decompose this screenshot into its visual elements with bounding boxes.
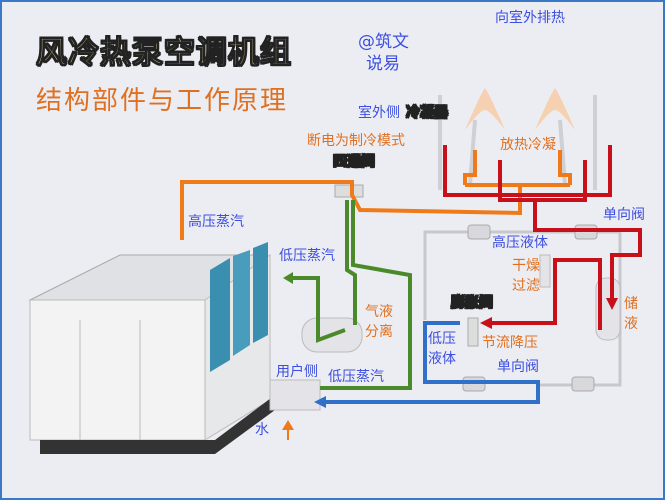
page-title: 风冷热泵空调机组	[36, 35, 292, 71]
watermark-line2: 说易	[366, 54, 400, 74]
label-expansion-valve: 膨胀阀	[451, 295, 494, 311]
hp-liquid-pipe	[443, 145, 642, 330]
label-check-valve-top: 单向阀	[603, 207, 645, 223]
lp-vapor-pipe	[290, 200, 412, 390]
label-water: 水	[255, 422, 269, 438]
label-gas-liquid: 气液	[365, 304, 393, 320]
label-hp-liquid: 高压液体	[492, 235, 548, 251]
label-dry: 干燥	[512, 258, 540, 274]
label-heat-release: 放热冷凝	[500, 137, 556, 153]
label-outdoor-side: 室外侧	[358, 105, 400, 121]
page-subtitle: 结构部件与工作原理	[36, 86, 289, 116]
label-user-side: 用户侧	[276, 364, 318, 380]
label-liquid: 液	[624, 316, 638, 332]
label-lp-liquid: 液体	[428, 351, 456, 367]
heat-arrows	[465, 88, 575, 130]
expansion-valve	[467, 317, 479, 347]
label-exhaust-heat: 向室外排热	[495, 10, 565, 26]
arrow-icon	[283, 272, 293, 284]
arrow-icon	[314, 396, 326, 408]
water-in-arrow-icon	[282, 420, 294, 430]
user-side-exchanger	[269, 379, 321, 411]
label-throttle: 节流降压	[482, 335, 538, 351]
four-way-valve	[334, 184, 364, 198]
label-condenser: 冷凝器	[406, 105, 449, 121]
label-lp: 低压	[428, 331, 456, 347]
label-lp-vapor-top: 低压蒸汽	[279, 248, 335, 264]
filter-drier	[539, 254, 551, 288]
label-store: 储	[624, 296, 638, 312]
lp-liquid-pipe	[322, 321, 540, 404]
watermark-line1: @筑文	[358, 32, 409, 52]
hp-vapor-pipe	[180, 150, 572, 240]
label-separation: 分离	[365, 324, 393, 340]
label-power-off-mode: 断电为制冷模式	[307, 133, 405, 149]
label-check-valve-bottom: 单向阀	[497, 359, 539, 375]
label-filter: 过滤	[512, 278, 540, 294]
label-four-way-valve: 四通阀	[333, 154, 376, 170]
arrow-icon	[480, 317, 492, 329]
arrow-icon	[606, 298, 618, 310]
air-cooled-unit	[28, 242, 275, 454]
label-hp-vapor: 高压蒸汽	[188, 214, 244, 230]
label-lp-vapor-bottom: 低压蒸汽	[328, 369, 384, 385]
